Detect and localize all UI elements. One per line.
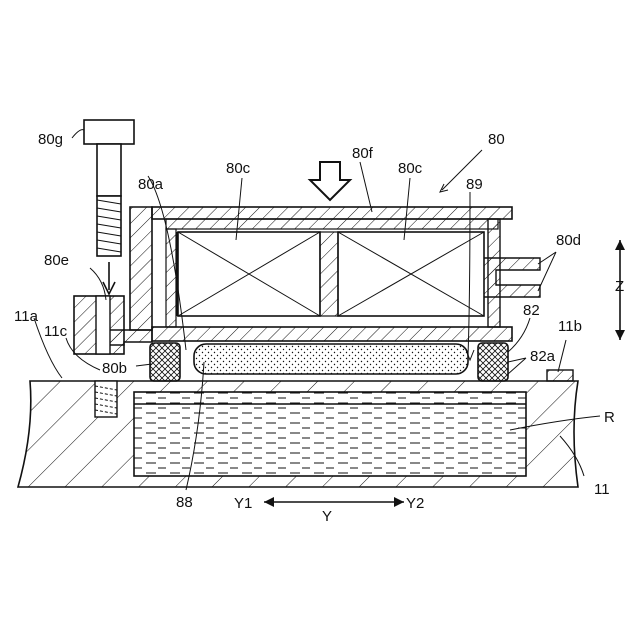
label-82a: 82a xyxy=(530,348,556,365)
label-82: 82 xyxy=(523,302,540,319)
label-R: R xyxy=(604,409,615,426)
label-11: 11 xyxy=(594,481,610,498)
label-80c-left: 80c xyxy=(226,160,251,177)
label-80g: 80g xyxy=(38,131,63,148)
label-y: Y xyxy=(322,508,332,525)
label-11b: 11b xyxy=(558,318,582,335)
label-z: Z xyxy=(615,278,624,295)
seal-82-right xyxy=(478,343,508,381)
bolt-80g xyxy=(84,120,134,294)
pad-11b xyxy=(547,370,573,381)
label-88: 88 xyxy=(176,494,193,511)
label-11c: 11c xyxy=(44,323,68,340)
label-80: 80 xyxy=(488,131,505,148)
axis-y xyxy=(264,497,404,507)
thread-hole-11c xyxy=(95,381,117,417)
label-80f: 80f xyxy=(352,145,374,162)
label-11a: 11a xyxy=(14,308,39,325)
terminal-80d xyxy=(482,258,540,297)
press-arrow xyxy=(310,162,350,200)
label-y1: Y1 xyxy=(234,495,252,512)
coil-left-80c xyxy=(178,232,320,316)
sponge-88 xyxy=(194,344,468,374)
label-80b: 80b xyxy=(102,360,127,377)
base-11 xyxy=(18,370,578,487)
label-y2: Y2 xyxy=(406,495,424,512)
label-80e: 80e xyxy=(44,252,69,269)
coil-right-80c xyxy=(338,232,484,316)
seal-82-left xyxy=(150,343,180,381)
label-80d: 80d xyxy=(556,232,581,249)
label-80c-right: 80c xyxy=(398,160,423,177)
label-89: 89 xyxy=(466,176,483,193)
label-80a: 80a xyxy=(138,176,164,193)
